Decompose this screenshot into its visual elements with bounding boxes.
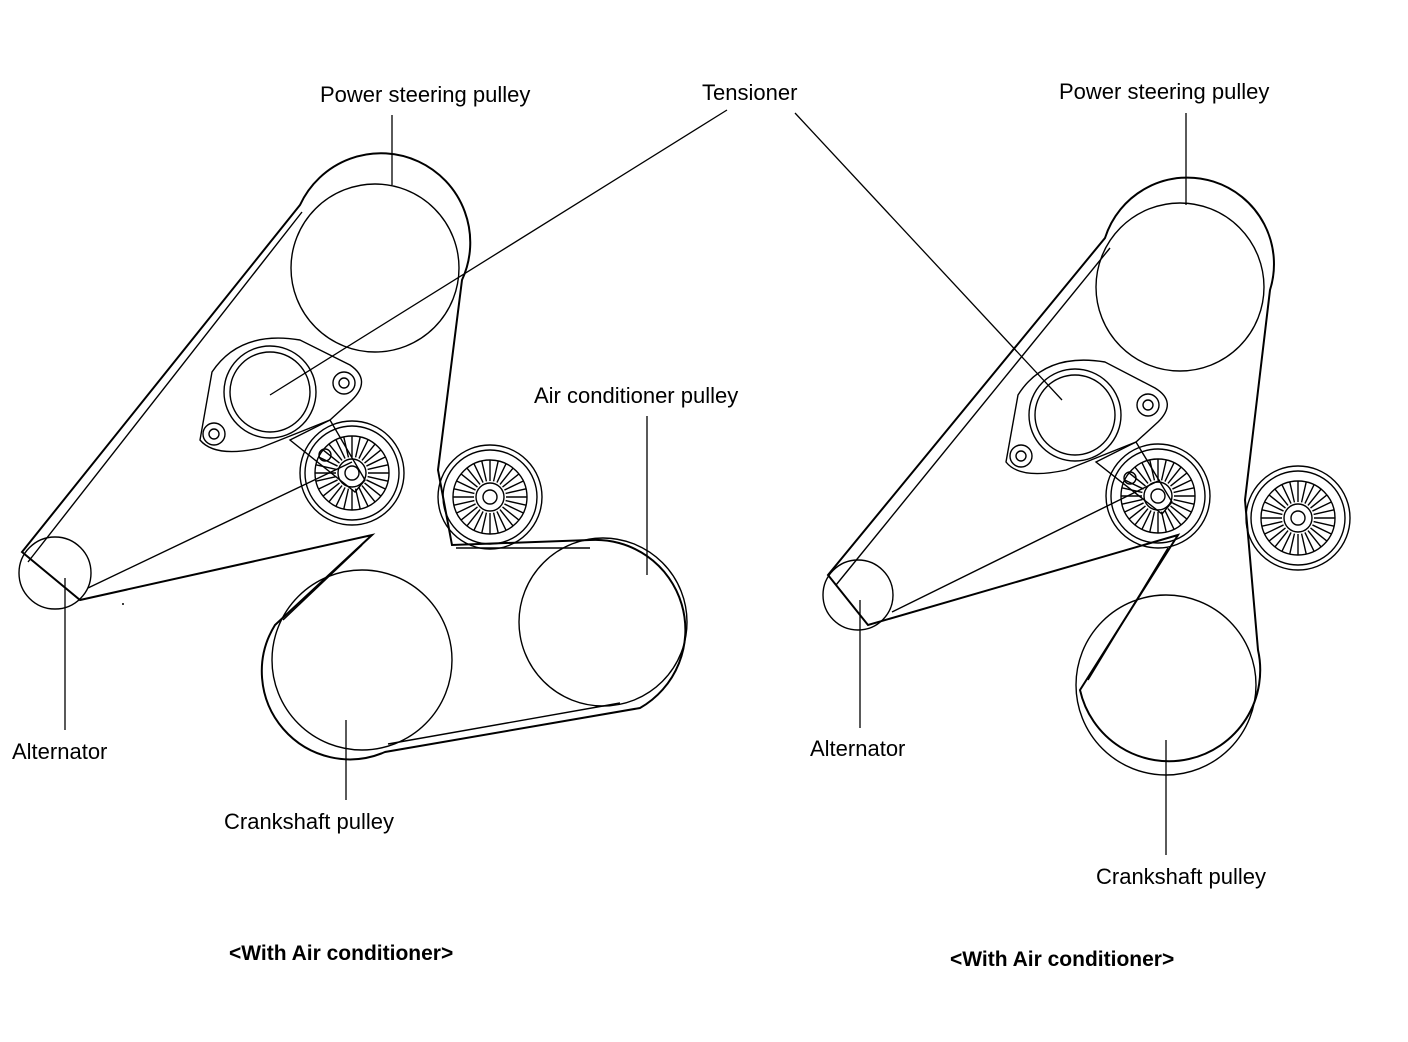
right-tensioner-pulley [1105,443,1211,549]
right-diagram [794,112,1351,855]
right-belt [826,176,1275,763]
left-belt [20,152,687,761]
left-power-steering-pulley [290,183,460,353]
air-conditioner-label: Air conditioner pulley [534,383,739,408]
tensioner-label: Tensioner [702,80,798,105]
left-alternator-pulley [18,536,92,610]
right-power-steering-label: Power steering pulley [1059,79,1270,104]
right-tensioner-bracket [1005,359,1173,515]
left-air-conditioner-pulley [518,537,688,707]
right-caption: <With Air conditioner> [950,948,1175,971]
left-tensioner-bracket [199,337,366,493]
right-power-steering-pulley [1095,202,1265,372]
left-diagram [18,109,728,800]
left-caption: <With Air conditioner> [229,942,454,965]
left-power-steering-label: Power steering pulley [320,82,531,107]
left-crankshaft-pulley [271,569,453,751]
right-alternator-label: Alternator [810,736,906,761]
right-alternator-pulley [822,559,894,631]
left-crankshaft-label: Crankshaft pulley [224,809,394,834]
left-idler-pulley [437,444,543,550]
left-alternator-label: Alternator [12,739,108,764]
right-crankshaft-label: Crankshaft pulley [1096,864,1266,889]
right-idler-pulley [1245,465,1351,571]
left-tensioner-pulley [299,420,405,526]
